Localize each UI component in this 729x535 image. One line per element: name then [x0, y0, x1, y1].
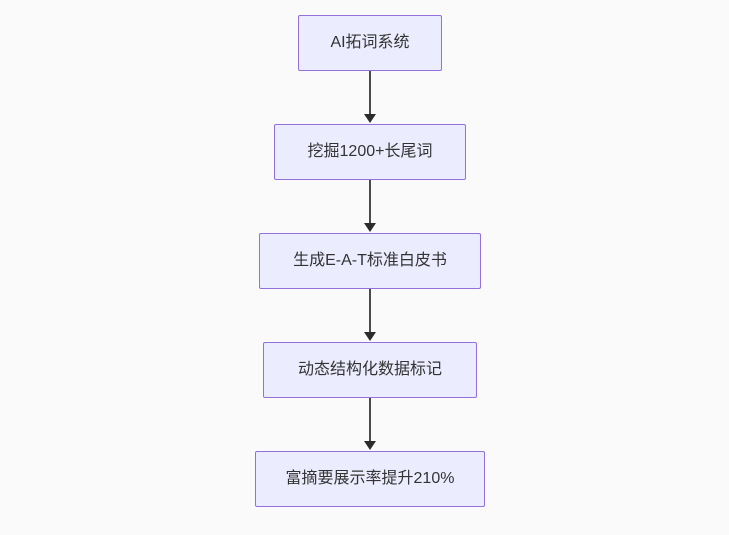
flow-arrow-4	[364, 398, 376, 451]
arrow-head-down-icon	[364, 114, 376, 123]
arrow-head-down-icon	[364, 441, 376, 450]
flow-node-label: 富摘要展示率提升210%	[285, 470, 455, 487]
flow-node-rich-snippet-rate: 富摘要展示率提升210%	[255, 451, 485, 507]
arrow-line	[369, 71, 371, 115]
flowchart: AI拓词系统 挖掘1200+长尾词 生成E-A-T标准白皮书 动态结构化数据标记	[255, 15, 485, 507]
arrow-head-down-icon	[364, 332, 376, 341]
flow-node-structured-data-markup: 动态结构化数据标记	[263, 342, 477, 398]
arrow-line	[369, 289, 371, 333]
flow-node-eat-whitepaper: 生成E-A-T标准白皮书	[259, 233, 481, 289]
flow-arrow-1	[364, 71, 376, 124]
arrow-head-down-icon	[364, 223, 376, 232]
flow-arrow-2	[364, 180, 376, 233]
flow-node-label: 生成E-A-T标准白皮书	[293, 252, 447, 269]
flow-node-label: 挖掘1200+长尾词	[307, 143, 433, 160]
flow-node-ai-keyword-system: AI拓词系统	[298, 15, 442, 71]
arrow-line	[369, 180, 371, 224]
flow-node-longtail-mining: 挖掘1200+长尾词	[274, 124, 466, 180]
flow-node-label: AI拓词系统	[330, 34, 410, 51]
flow-arrow-3	[364, 289, 376, 342]
flow-node-label: 动态结构化数据标记	[297, 361, 442, 378]
arrow-line	[369, 398, 371, 442]
